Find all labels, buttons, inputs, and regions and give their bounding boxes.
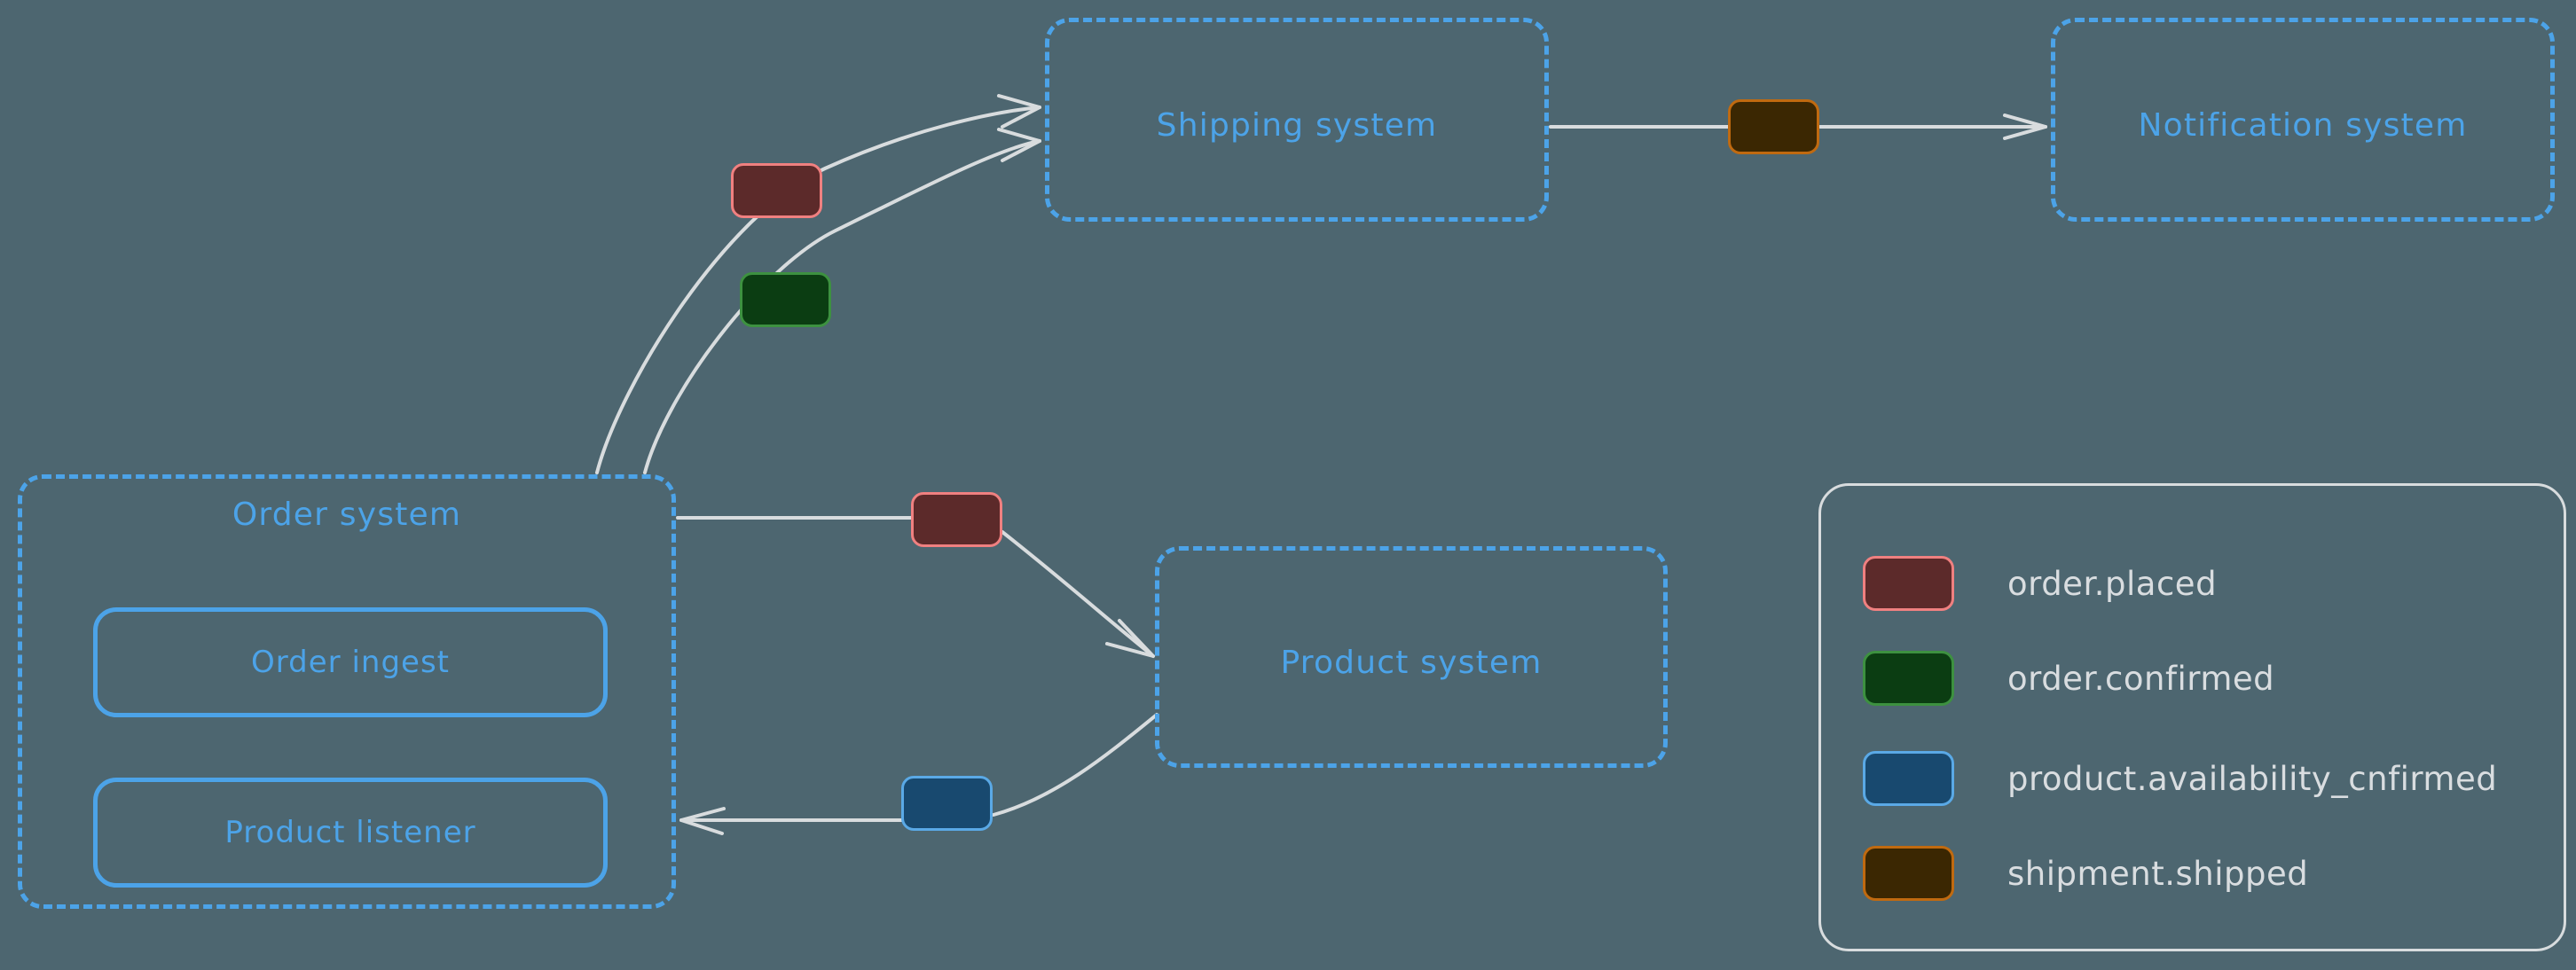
system-label-product-system: Product system	[1280, 645, 1543, 681]
system-label-order-system: Order system	[232, 497, 462, 533]
component-label-product-listener: Product listener	[224, 815, 476, 850]
legend-label-shipment-shipped: shipment.shipped	[2007, 854, 2309, 893]
system-box-notification-system[interactable]: Notification system	[2051, 18, 2555, 222]
system-label-shipping-system: Shipping system	[1156, 107, 1438, 144]
component-label-order-ingest: Order ingest	[251, 645, 450, 680]
system-box-order-system[interactable]: Order system Order ingest Product listen…	[18, 474, 676, 909]
edge-badge-product-availability[interactable]	[901, 776, 993, 831]
component-box-product-listener[interactable]: Product listener	[93, 778, 608, 888]
legend-item-order-placed[interactable]: order.placed	[1863, 556, 2217, 611]
legend-swatch-order-confirmed	[1863, 651, 1954, 706]
legend-item-shipment-shipped[interactable]: shipment.shipped	[1863, 846, 2308, 901]
component-box-order-ingest[interactable]: Order ingest	[93, 607, 608, 717]
legend-item-product-availability-cnfirmed[interactable]: product.availability_cnfirmed	[1863, 751, 2497, 806]
legend-swatch-product-availability-cnfirmed	[1863, 751, 1954, 806]
legend-swatch-order-placed	[1863, 556, 1954, 611]
legend-label-order-confirmed: order.confirmed	[2007, 659, 2275, 698]
system-label-notification-system: Notification system	[2138, 107, 2468, 144]
edge-badge-order-placed-product[interactable]	[911, 492, 1002, 547]
edge-badge-order-placed-shipping[interactable]	[731, 163, 822, 218]
legend-label-order-placed: order.placed	[2007, 564, 2218, 603]
edge-badge-order-confirmed-shipping[interactable]	[740, 272, 831, 327]
edge-badge-shipment-shipped[interactable]	[1728, 99, 1819, 154]
legend-swatch-shipment-shipped	[1863, 846, 1954, 901]
legend-item-order-confirmed[interactable]: order.confirmed	[1863, 651, 2274, 706]
system-box-product-system[interactable]: Product system	[1155, 546, 1668, 768]
edge-order-to-shipping-confirmed	[643, 128, 1041, 474]
legend-label-product-availability-cnfirmed: product.availability_cnfirmed	[2007, 759, 2498, 798]
legend-panel: order.placed order.confirmed product.ava…	[1818, 483, 2566, 951]
system-box-shipping-system[interactable]: Shipping system	[1045, 18, 1549, 222]
